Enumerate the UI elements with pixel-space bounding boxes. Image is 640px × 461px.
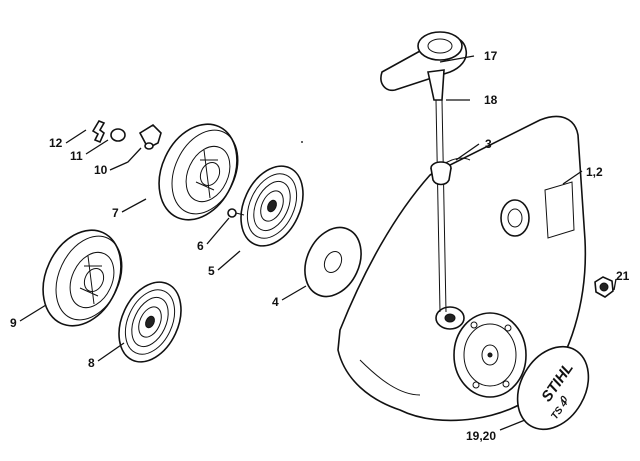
callout-18: 18 (484, 93, 498, 107)
starter-grip (380, 31, 468, 101)
washer (110, 128, 126, 142)
starter-rope-edge (441, 99, 447, 313)
rope-rotor (158, 123, 239, 221)
callout-10: 10 (94, 163, 108, 177)
starter-rope (435, 99, 441, 313)
leader-lines (19, 55, 617, 431)
speck (301, 141, 303, 143)
callout-9: 9 (10, 316, 17, 330)
fan-housing (337, 115, 587, 422)
callout-5: 5 (208, 264, 215, 278)
callout-7: 7 (112, 206, 119, 220)
rewind-spring (240, 165, 304, 247)
rewind-spring-alt (118, 281, 182, 363)
disc-washer (304, 226, 362, 298)
callout-6: 6 (197, 239, 204, 253)
callout-4: 4 (272, 295, 279, 309)
screw (227, 208, 245, 218)
rope-rotor-alt (42, 229, 123, 327)
callout-19-20: 19,20 (466, 429, 496, 443)
callout-11: 11 (70, 149, 83, 163)
nut (594, 276, 614, 298)
pawl (138, 123, 162, 150)
rope-guide-bush (430, 161, 452, 186)
callout-17: 17 (484, 49, 498, 63)
spring-clip (91, 120, 106, 144)
logo-model-suffix: 0 (558, 394, 570, 405)
callout-3: 3 (485, 137, 492, 151)
callout-1-2: 1,2 (586, 165, 603, 179)
callout-21: 21 (616, 269, 630, 283)
model-plate: STIHL TS 4 0 (516, 345, 590, 431)
callout-8: 8 (88, 356, 95, 370)
callout-12: 12 (49, 136, 63, 150)
